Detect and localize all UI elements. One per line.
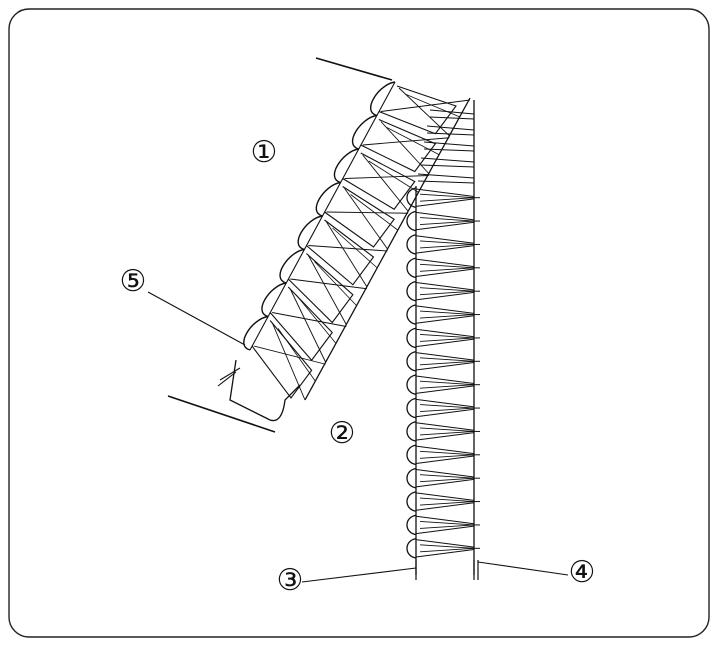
vertical-seam-loop <box>406 350 480 372</box>
vertical-seam-loop <box>406 514 480 536</box>
vertical-seam-loop <box>406 491 480 512</box>
figure-frame <box>8 8 710 638</box>
vertical-overlock-seam <box>406 100 480 580</box>
diagonal-seam-loop <box>261 282 347 363</box>
fabric-top-edge <box>315 57 393 81</box>
vertical-seam-loop <box>406 210 480 232</box>
leader-line-3 <box>301 567 417 583</box>
vertical-seam-loop <box>406 467 480 489</box>
upper-stitch <box>420 157 475 168</box>
leader-line-5 <box>147 291 246 346</box>
callout-2: ② <box>329 416 356 451</box>
vertical-seam-loop <box>406 234 480 255</box>
diagonal-seam-loop <box>315 181 409 250</box>
vertical-seam-loop <box>406 374 480 396</box>
diagonal-seam-loop <box>333 148 429 212</box>
callout-4: ④ <box>569 555 596 590</box>
leader-line-4 <box>477 561 569 576</box>
vertical-seam-loop <box>406 397 480 419</box>
diagonal-seam-loop <box>279 248 367 325</box>
diagonal-seam-loop <box>370 81 471 137</box>
callout-1: ① <box>251 135 278 170</box>
thread-tails <box>415 560 479 580</box>
callout-3: ③ <box>277 563 304 598</box>
fabric-bottom-edge <box>167 395 276 433</box>
upper-stitch <box>426 125 475 136</box>
upper-stitch <box>423 141 475 152</box>
vertical-seam-loop <box>406 444 480 466</box>
thread-tail <box>217 367 241 387</box>
callout-5: ⑤ <box>120 264 147 299</box>
vertical-seam-loop <box>406 537 480 559</box>
vertical-seam-loop <box>406 421 480 442</box>
callout-labels: ① ② ③ ④ ⑤ <box>120 135 596 598</box>
vertical-seam-loop <box>406 187 480 209</box>
vertical-seam-loop <box>406 280 480 302</box>
fabric-flap <box>229 359 301 422</box>
diagonal-seam-loop <box>243 315 326 401</box>
vertical-seam-loop <box>406 257 480 279</box>
diagonal-overlock-seam <box>217 81 471 422</box>
upper-stitch <box>417 173 475 184</box>
leader-lines <box>147 291 569 583</box>
diagonal-seam-loop <box>352 114 450 174</box>
diagonal-seam-loop <box>297 215 388 287</box>
vertical-seam-loop <box>406 327 480 349</box>
vertical-seam-loop <box>406 304 480 325</box>
upper-stitch <box>429 109 475 120</box>
